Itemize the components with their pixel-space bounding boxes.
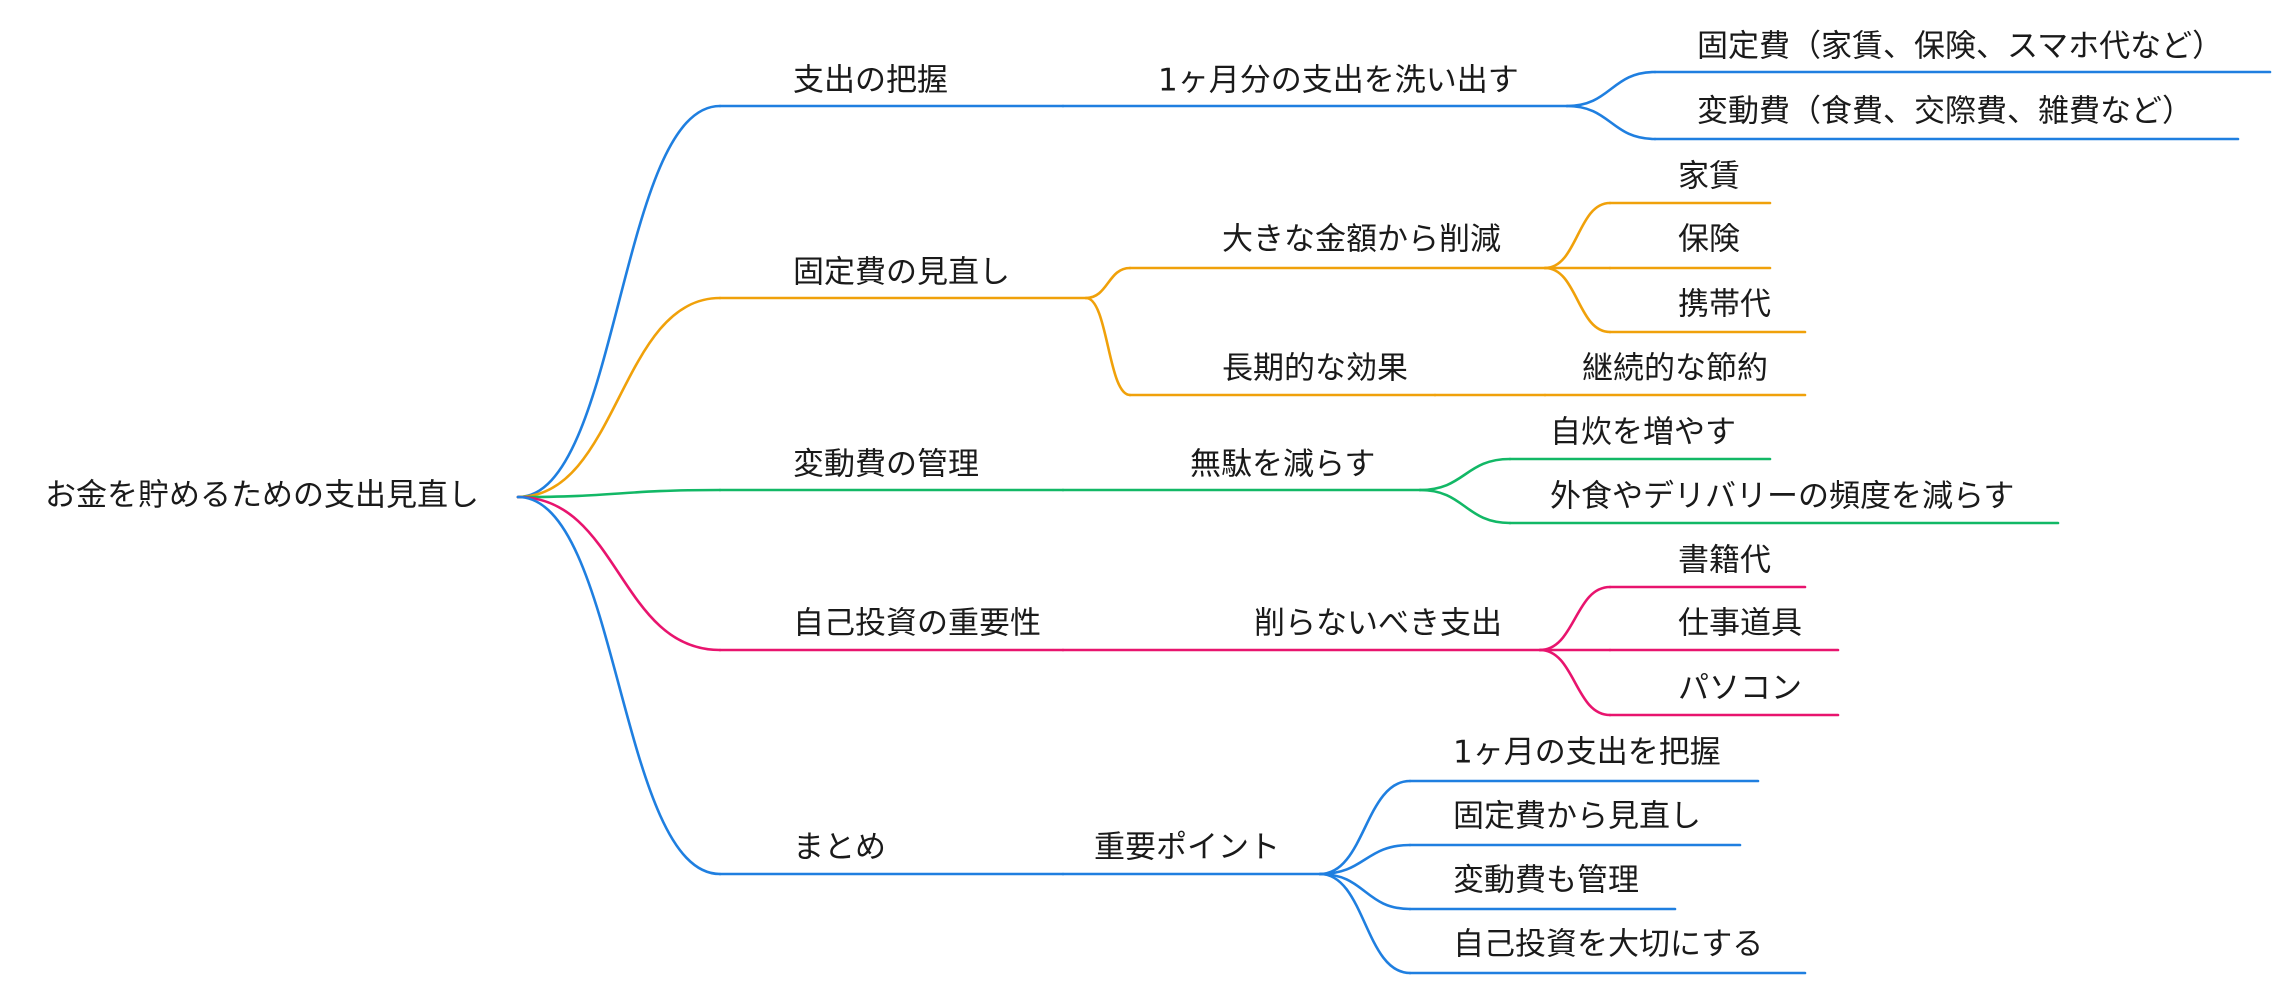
subbranch-label-1-1: 1ヶ月分の支出を洗い出す [1158, 63, 1519, 99]
leaf-edge-5-1-1 [1318, 779, 1412, 876]
leaf-label-5-1-3: 変動費も管理 [1453, 863, 1639, 899]
subbranch-label-2-2: 長期的な効果 [1222, 351, 1408, 387]
leaf-edge-4-1-3 [1538, 648, 1612, 717]
leaf-label-4-1-3: パソコン [1678, 671, 1802, 707]
leaf-edge-3-1-1 [1418, 457, 1512, 492]
leaf-label-2-1-2: 保険 [1678, 222, 1740, 258]
leaf-label-2-2-1: 継続的な節約 [1582, 351, 1768, 387]
leaf-edge-3-1-2 [1418, 488, 1512, 525]
leaf-label-3-1-2: 外食やデリバリーの頻度を減らす [1550, 479, 2014, 515]
branch-label-1: 支出の把握 [793, 63, 948, 99]
branch-edge-5 [516, 495, 722, 876]
leaf-edge-5-1-4 [1318, 872, 1412, 975]
leaf-label-1-1-2: 変動費（食費、交際費、雑費など） [1697, 94, 2193, 130]
leaf-edge-5-1-2 [1318, 843, 1412, 876]
leaf-edge-2-1-1 [1543, 201, 1612, 270]
leaf-label-5-1-4: 自己投資を大切にする [1453, 927, 1763, 963]
leaf-edge-4-1-1 [1538, 585, 1612, 652]
branch-label-3: 変動費の管理 [793, 447, 979, 483]
branch-edge-2 [516, 296, 722, 499]
mindmap-edges [516, 70, 2272, 975]
branch-edge-3 [516, 488, 722, 499]
leaf-edge-1-1-1 [1565, 70, 1657, 108]
leaf-label-5-1-1: 1ヶ月の支出を把握 [1453, 735, 1721, 771]
subbranch-label-3-1: 無駄を減らす [1190, 447, 1375, 483]
branch-edge-4 [516, 495, 722, 652]
branch-label-2: 固定費の見直し [793, 255, 1010, 291]
leaf-label-5-1-2: 固定費から見直し [1453, 799, 1701, 835]
leaf-edge-1-1-2 [1565, 104, 1657, 141]
leaf-label-1-1-1: 固定費（家賃、保険、スマホ代など） [1697, 29, 2223, 65]
branch-label-4: 自己投資の重要性 [793, 606, 1041, 642]
subbranch-label-4-1: 削らないべき支出 [1254, 606, 1502, 642]
leaf-edge-2-1-3 [1543, 266, 1612, 334]
leaf-label-4-1-2: 仕事道具 [1678, 606, 1802, 642]
branch-label-5: まとめ [793, 830, 886, 866]
branch-edge-1 [516, 104, 722, 499]
leaf-label-2-1-1: 家賃 [1678, 159, 1740, 195]
subbranch-label-5-1: 重要ポイント [1094, 830, 1280, 866]
root-node-label: お金を貯めるための支出見直し [45, 478, 479, 514]
subbranch-label-2-1: 大きな金額から削減 [1222, 222, 1501, 258]
subbranch-edge-2-1 [1084, 266, 1132, 300]
mindmap-labels: お金を貯めるための支出見直し 支出の把握 1ヶ月分の支出を洗い出す 固定費（家賃、保険… [45, 29, 2223, 963]
leaf-label-4-1-1: 書籍代 [1678, 543, 1771, 579]
subbranch-edge-2-2 [1084, 296, 1132, 397]
leaf-label-3-1-1: 自炊を増やす [1550, 415, 1736, 451]
leaf-edge-5-1-3 [1318, 872, 1412, 911]
leaf-label-2-1-3: 携帯代 [1678, 287, 1771, 323]
